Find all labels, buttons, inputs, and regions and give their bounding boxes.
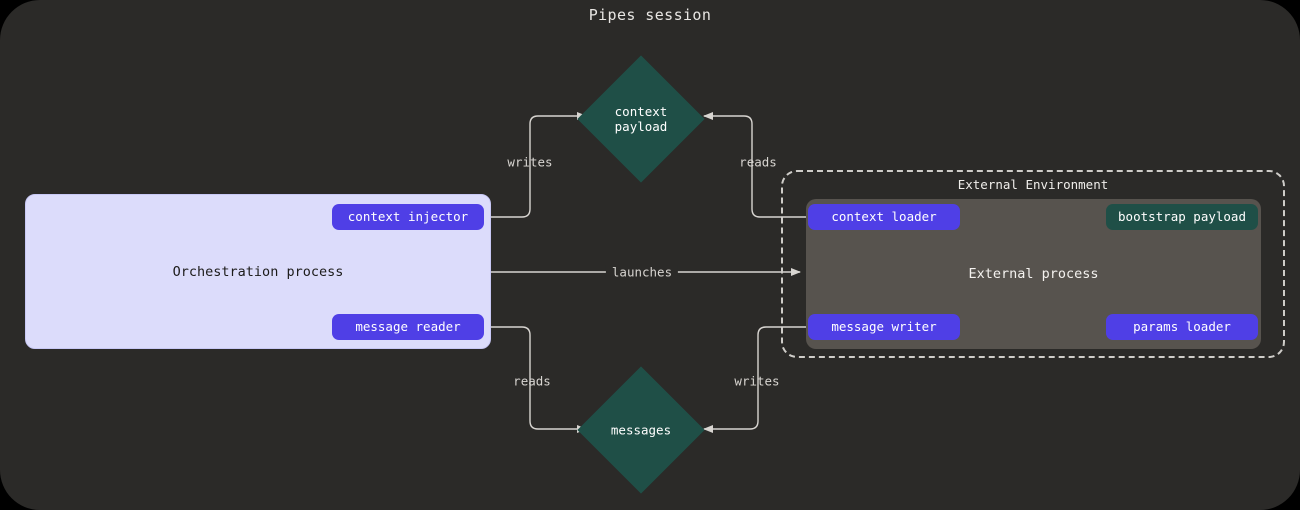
node-context-injector[interactable]: context injector [332,204,484,230]
node-context-payload[interactable]: context payload [577,55,705,183]
node-context-payload-label: context payload [614,104,668,134]
orchestration-process-label: Orchestration process [172,263,344,280]
diagram-title: Pipes session [588,6,712,24]
external-environment-container: External Environment [781,170,1285,358]
external-environment-label: External Environment [957,177,1109,192]
edge-label-reads-messages: reads [513,373,551,389]
edge-label-reads-context: reads [739,154,777,170]
node-messages[interactable]: messages [577,366,705,494]
edge-label-writes-messages: writes [734,373,780,389]
node-bootstrap-payload[interactable]: bootstrap payload [1106,204,1258,230]
node-context-loader[interactable]: context loader [808,204,960,230]
edge-label-launches: launches [605,264,679,280]
node-message-writer[interactable]: message writer [808,314,960,340]
edge-label-writes-context: writes [507,154,553,170]
external-process-label: External process [968,266,1099,282]
node-message-reader[interactable]: message reader [332,314,484,340]
node-params-loader[interactable]: params loader [1106,314,1258,340]
node-messages-label: messages [610,422,672,438]
